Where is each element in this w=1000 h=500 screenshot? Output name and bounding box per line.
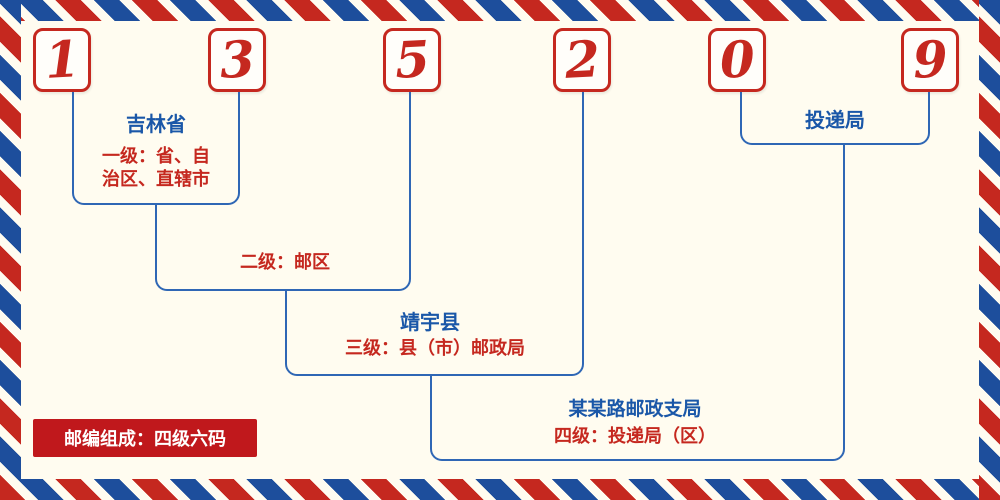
level3-desc-label: 三级：县（市）邮政局 (345, 338, 525, 358)
level2-connector-up (285, 92, 411, 291)
digit-1: 1 (43, 29, 81, 90)
level1-desc-line1: 一级：省、自 (102, 146, 210, 166)
level3-connector-up (365, 92, 584, 376)
level2-desc-label: 二级：邮区 (240, 252, 330, 272)
level2-connector-left (155, 205, 285, 291)
airmail-border-bottom (0, 479, 1000, 500)
level4-connector-up (530, 145, 845, 461)
digit-box-6: 9 (901, 28, 959, 92)
level1-bracket: 吉林省 一级：省、自 治区、直辖市 (72, 92, 240, 205)
level3-region-label: 靖宇县 (400, 312, 460, 334)
digit-5: 0 (718, 29, 756, 90)
digit-box-2: 3 (208, 28, 266, 92)
level1-desc-label: 一级：省、自 治区、直辖市 (74, 145, 238, 190)
digit-6: 9 (911, 29, 949, 90)
digit-box-3: 5 (383, 28, 441, 92)
level4-desc-label: 四级：投递局（区） (554, 426, 716, 446)
delivery-office-label: 投递局 (805, 110, 865, 132)
level4-connector-left (430, 376, 530, 461)
level3-connector-left (285, 291, 365, 376)
digit-box-5: 0 (708, 28, 766, 92)
airmail-border-right (979, 0, 1000, 500)
airmail-border-top (0, 0, 1000, 21)
level4-branch-label: 某某路邮政支局 (568, 399, 702, 420)
digit-4: 2 (563, 29, 601, 90)
digit-box-1: 1 (33, 28, 91, 92)
level1-region-label: 吉林省 (126, 114, 186, 136)
postal-code-composition-badge: 邮编组成：四级六码 (33, 419, 257, 457)
level1-desc-line2: 治区、直辖市 (102, 168, 210, 189)
delivery-office-bracket: 投递局 (740, 92, 930, 145)
digit-3: 5 (393, 29, 431, 90)
digit-box-4: 2 (553, 28, 611, 92)
digit-2: 3 (218, 29, 256, 90)
airmail-border-left (0, 0, 21, 500)
